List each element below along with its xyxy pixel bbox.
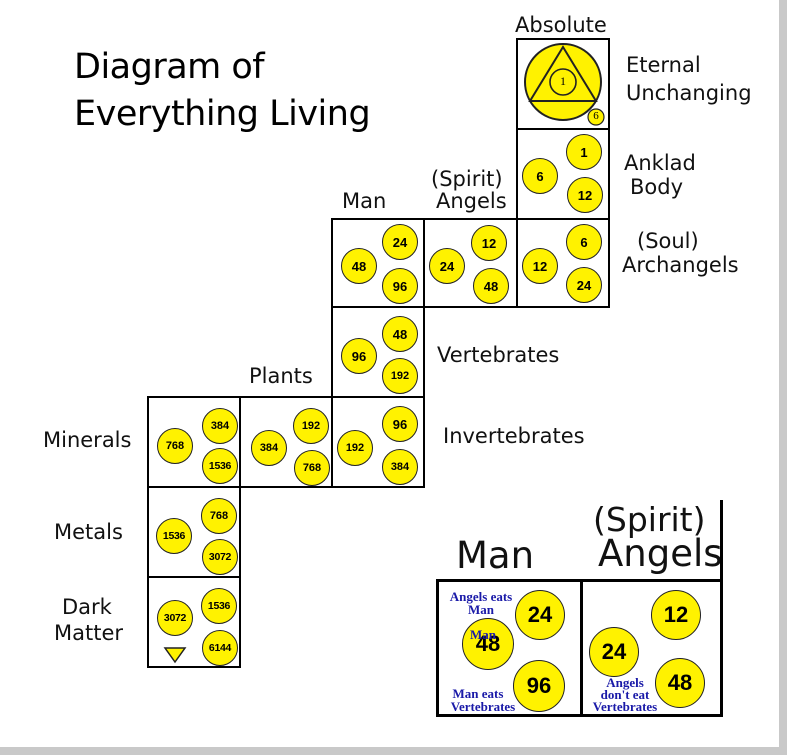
absolute-corner-number: 6 <box>593 110 599 122</box>
inset-circle-top: 24 <box>515 590 565 640</box>
absolute-inner-circle <box>549 68 577 96</box>
circle-left: 384 <box>251 430 287 466</box>
circle-left: 1536 <box>156 518 192 554</box>
circle-bottom: 192 <box>382 358 418 394</box>
cell-angels: 24 12 48 <box>423 218 518 308</box>
inset-circle-top: 12 <box>651 590 701 640</box>
inset-spirit-title: (Spirit) <box>593 500 706 539</box>
diagram-title: Diagram of Everything Living <box>74 44 371 138</box>
absolute-corner-circle <box>587 108 605 126</box>
label-body: Body <box>630 175 684 199</box>
circle-left: 24 <box>429 248 465 284</box>
note-angels-eats-1: Angels eats <box>449 589 513 604</box>
circle-top: 1 <box>566 134 602 170</box>
absolute-center-number: 1 <box>560 74 566 88</box>
circle-bottom: 3072 <box>202 539 238 575</box>
label-angels: Angels <box>436 189 507 213</box>
down-triangle-icon <box>163 647 187 664</box>
note-man: Man <box>470 627 496 642</box>
note-angels-dont-1: Angels <box>606 675 644 690</box>
cell-dark-matter: 3072 1536 6144 <box>147 576 241 668</box>
absolute-symbol <box>524 43 605 126</box>
circle-left: 6 <box>522 158 558 194</box>
note-angels-dont-3: Vertebrates <box>592 699 658 714</box>
label-spirit: (Spirit) <box>431 167 503 191</box>
circle-bottom: 96 <box>382 268 418 304</box>
circle-left: 192 <box>337 430 373 466</box>
note-man-eats-1: Man eats <box>452 686 504 701</box>
inset-angels-title: Angels <box>598 532 723 575</box>
cell-archangels: 12 6 24 <box>516 218 610 308</box>
circle-top: 6 <box>566 224 602 260</box>
circle-left: 12 <box>522 248 558 284</box>
title-line-1: Diagram of <box>74 47 265 87</box>
circle-bottom: 384 <box>382 449 418 485</box>
circle-bottom: 24 <box>566 267 602 303</box>
circle-top: 24 <box>382 224 418 260</box>
circle-top: 768 <box>201 498 237 534</box>
cell-anklad-body: 6 1 12 <box>516 128 610 220</box>
circle-top: 384 <box>202 408 238 444</box>
circle-bottom: 6144 <box>202 630 238 666</box>
circle-top: 96 <box>382 406 418 442</box>
label-anklad: Anklad <box>624 151 696 175</box>
circle-bottom: 768 <box>294 450 330 486</box>
label-soul: (Soul) <box>637 229 699 253</box>
cell-plants: 384 192 768 <box>239 396 333 488</box>
circle-bottom: 1536 <box>202 448 238 484</box>
label-eternal: Eternal <box>626 53 701 77</box>
cell-vertebrates: 96 48 192 <box>331 306 425 398</box>
label-vertebrates: Vertebrates <box>437 343 560 367</box>
cell-absolute: 1 6 <box>516 38 610 130</box>
cell-man: 48 24 96 <box>331 218 425 308</box>
inset-angels-cell: 24 12 48 Angels don't eat Vertebrates <box>580 579 723 717</box>
title-line-2: Everything Living <box>74 94 371 134</box>
note-angels-eats-2: Man <box>468 602 494 617</box>
circle-bottom: 12 <box>567 177 603 213</box>
circle-left: 3072 <box>157 600 193 636</box>
label-invertebrates: Invertebrates <box>443 424 585 448</box>
label-matter: Matter <box>54 621 124 645</box>
circle-bottom: 48 <box>473 268 509 304</box>
circle-top: 192 <box>293 408 329 444</box>
label-plants: Plants <box>249 364 313 388</box>
inset-circle-bottom: 96 <box>513 660 565 712</box>
label-minerals: Minerals <box>43 428 132 452</box>
circle-left: 48 <box>341 248 377 284</box>
inset-circle-bottom: 48 <box>655 658 705 708</box>
circle-left: 96 <box>341 338 377 374</box>
cell-invertebrates: 192 96 384 <box>331 396 425 488</box>
inset-title-divider <box>720 500 723 582</box>
inset-circle-left: 48 <box>462 618 514 670</box>
circle-top: 12 <box>471 225 507 261</box>
inset-circle-left: 24 <box>589 627 639 677</box>
circle-top: 1536 <box>201 588 237 624</box>
label-absolute: Absolute <box>515 13 607 37</box>
absolute-triangle <box>528 45 598 102</box>
label-man: Man <box>342 189 387 213</box>
cell-minerals: 768 384 1536 <box>147 396 241 488</box>
note-man-eats-2: Vertebrates <box>450 699 516 714</box>
label-dark: Dark <box>62 595 112 619</box>
circle-left: 768 <box>157 428 193 464</box>
label-archangels: Archangels <box>622 253 739 277</box>
inset-man-cell: 48 24 96 Angels eats Man Man Man eats Ve… <box>436 579 583 717</box>
label-unchanging: Unchanging <box>626 81 752 105</box>
label-metals: Metals <box>54 520 123 544</box>
cell-metals: 1536 768 3072 <box>147 486 241 578</box>
note-angels-dont-2: don't eat <box>600 687 650 702</box>
inset-man-title: Man <box>456 534 535 577</box>
circle-top: 48 <box>382 316 418 352</box>
